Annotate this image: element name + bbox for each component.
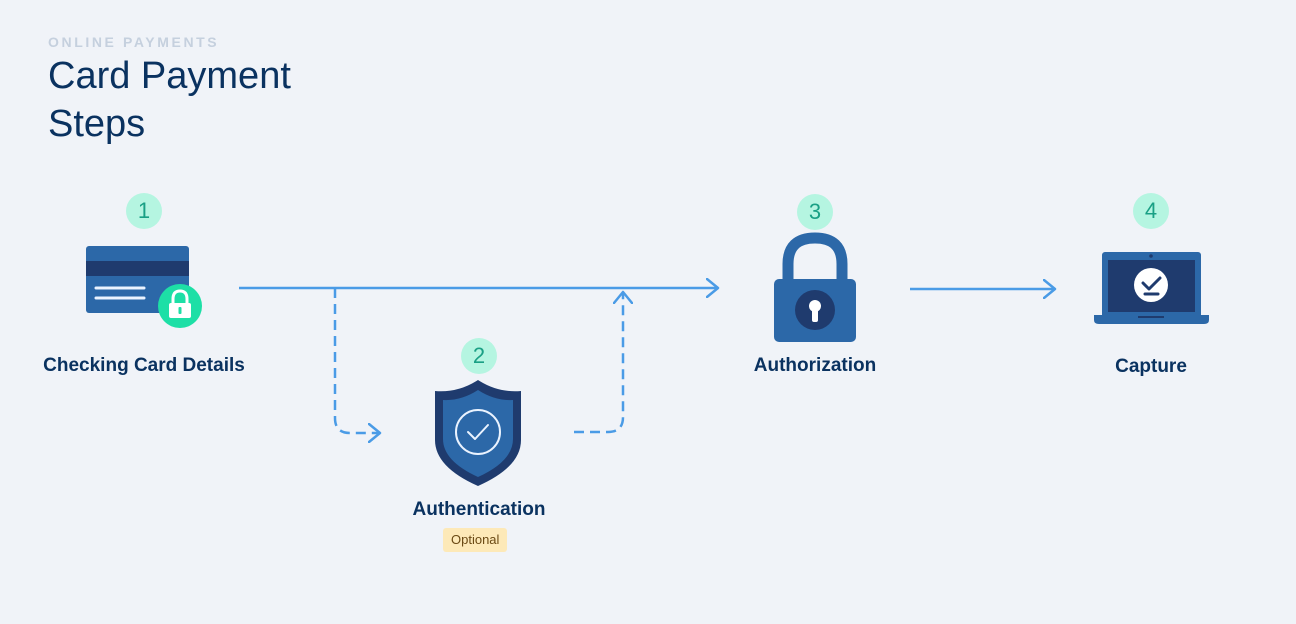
laptop-download-icon	[1094, 252, 1209, 324]
step-1-number-badge: 1	[126, 193, 162, 229]
step-3-number-badge: 3	[797, 194, 833, 230]
padlock-icon	[774, 232, 856, 342]
optional-branch-up-arrow	[574, 292, 623, 434]
step-1-label: Checking Card Details	[43, 355, 245, 376]
step-2-number-badge: 2	[461, 338, 497, 374]
eyebrow-label: ONLINE PAYMENTS	[48, 34, 220, 50]
step-2-label: Authentication	[412, 499, 546, 520]
step-3-label: Authorization	[753, 355, 877, 376]
step-4-number-badge: 4	[1133, 193, 1169, 229]
step-4-label: Capture	[1115, 356, 1187, 377]
credit-card-lock-icon	[86, 246, 202, 328]
shield-check-icon	[435, 380, 521, 486]
optional-tag: Optional	[443, 528, 508, 552]
page-title: Card Payment Steps	[48, 55, 291, 145]
optional-branch-down-arrow	[333, 288, 380, 433]
